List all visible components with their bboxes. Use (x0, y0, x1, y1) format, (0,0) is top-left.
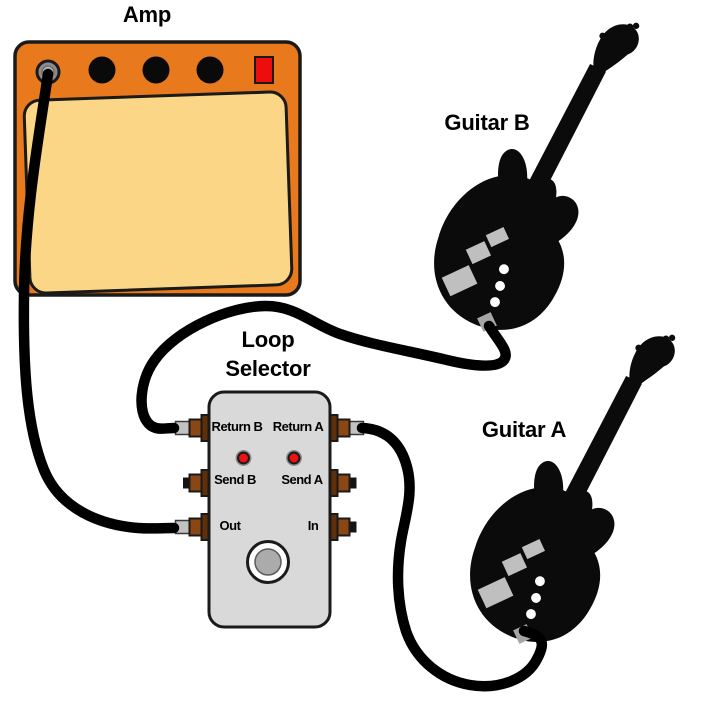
power-switch (254, 56, 274, 84)
amp-label: Amp (122, 2, 172, 27)
jack-send-b (183, 469, 210, 497)
pedal-title-line2: Selector (225, 356, 311, 381)
amp-knob (88, 56, 116, 84)
jack-nut (188, 418, 203, 438)
jack-label-out: Out (219, 518, 241, 533)
jack-nut (336, 418, 351, 438)
amp-knob (196, 56, 224, 84)
amplifier (13, 40, 302, 297)
cable-out-to-amp (18, 68, 180, 534)
jack-return-b (174, 414, 210, 442)
pedal-title: Loop Selector (225, 325, 310, 383)
led-a (286, 450, 302, 466)
cable-guitar-a-to-return-a (356, 422, 548, 692)
jack-send-a (329, 469, 357, 497)
jack-nut (336, 517, 351, 537)
jack-tip (349, 521, 357, 533)
guitar-a-graphic (444, 297, 703, 666)
jack-in (329, 513, 357, 541)
jack-out (174, 513, 210, 541)
jack-label-return-a: Return A (272, 419, 324, 434)
led-light (289, 453, 299, 463)
led-b (235, 450, 252, 466)
speaker-grille (22, 90, 294, 295)
footswitch-button (254, 548, 282, 576)
jack-nut (336, 473, 351, 493)
led-light (239, 453, 248, 463)
jack-tip (183, 477, 190, 489)
jack-label-send-a: Send A (281, 472, 323, 487)
jack-label-return-b: Return B (211, 419, 263, 434)
jack-tip (349, 477, 357, 489)
jack-nut (188, 517, 203, 537)
guitar-b-graphic (408, 0, 679, 354)
pedal-body (207, 390, 332, 629)
footswitch (246, 540, 290, 584)
guitar-a-label: Guitar A (481, 417, 567, 442)
loop-selector-pedal (174, 390, 365, 629)
jack-label-in: In (307, 518, 319, 533)
pedal-title-line1: Loop (241, 327, 295, 352)
amp-knob (142, 56, 170, 84)
jack-label-send-b: Send B (214, 472, 256, 487)
guitar-b-label: Guitar B (444, 110, 530, 135)
jack-nut (188, 473, 203, 493)
cable-guitar-b-to-return-b (136, 300, 511, 434)
